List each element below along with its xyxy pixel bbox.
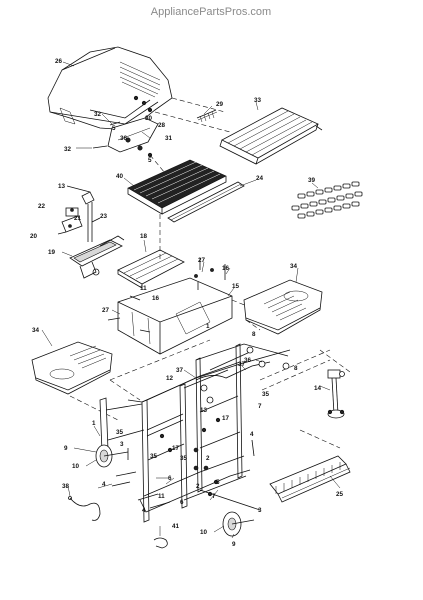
part-wheel-left [95,444,129,468]
callout-3-right: 3 [258,507,262,514]
part-valve-igniter [57,185,101,242]
part-clip [153,537,168,549]
part-hinge-pin [196,109,218,123]
callout-17-left: 17 [172,445,180,452]
part-hook-wire [68,496,101,521]
callout-29: 29 [216,101,224,108]
part-warming-rack [219,107,323,165]
callout-37-right: 37 [238,361,246,368]
callout-5-upper: 5 [112,125,116,132]
callout-35-mid2: 35 [180,455,188,462]
callout-22: 22 [38,203,46,210]
callout-27-left: 27 [102,307,110,314]
callout-28: 28 [158,122,166,129]
callout-1-firebox: 1 [206,323,210,330]
callout-2-lower: 2 [196,483,200,490]
callout-35-left: 35 [116,429,124,436]
callout-4-lower: 4 [142,507,146,514]
part-side-shelf-right [243,279,323,335]
callout-2-upper: 2 [206,455,210,462]
callout-6-upper: 6 [168,475,172,482]
part-wheel-right [222,511,255,537]
callout-1-left: 1 [92,420,96,427]
callout-4-left: 4 [102,481,106,488]
part-firebox [107,258,233,355]
callout-24: 24 [256,175,264,182]
callout-35-right: 35 [262,391,270,398]
callout-25: 25 [336,491,344,498]
callout-labels: 26 32 30 28 5 36 31 32 5 29 33 13 40 24 … [30,58,344,548]
callout-16-mid: 16 [152,295,160,302]
part-side-shelf-left [31,341,113,395]
callout-41: 41 [172,523,180,530]
callout-16-top: 16 [222,265,230,272]
callout-3-left: 3 [120,441,124,448]
callout-21: 21 [74,215,82,222]
callout-8-top: 8 [252,331,256,338]
callout-32-lower: 32 [64,146,72,153]
part-cart-hardware [111,417,255,509]
callout-13: 13 [58,183,66,190]
callout-36-right: 36 [244,357,252,364]
watermark-text: AppliancePartsPros.com [151,6,271,18]
callout-19: 19 [48,249,56,256]
callout-38: 38 [62,483,70,490]
callout-11-lower: 11 [158,493,165,500]
callout-35-mid: 35 [150,453,158,460]
callout-27-top: 27 [198,257,206,264]
callout-20: 20 [30,233,38,240]
callout-8-right: 8 [294,365,298,372]
part-burner [69,235,125,279]
part-heat-shield [167,181,245,223]
callout-36-hood: 36 [120,135,128,142]
callout-40: 40 [116,173,124,180]
callout-26: 26 [55,58,63,65]
leader-lines [41,61,341,539]
callout-9-right: 9 [232,541,236,548]
callout-39: 39 [308,177,316,184]
callout-7-right: 7 [258,403,262,410]
part-cart-frame [99,343,291,523]
callout-10-right: 10 [200,529,208,536]
callout-10-left: 10 [72,463,80,470]
part-tank-scale [327,369,345,419]
callout-5-lid: 5 [148,157,152,164]
callout-6-lower: 6 [180,499,184,506]
callout-37-left: 37 [176,367,184,374]
part-lid-hardware [92,95,159,158]
callout-30: 30 [145,115,153,122]
callout-4-right: 4 [250,431,254,438]
part-wire-basket [269,455,351,503]
callout-7-lower: 7 [212,493,216,500]
callout-23: 23 [100,213,108,220]
part-briquettes [291,181,363,219]
callout-15: 15 [232,283,240,290]
callout-11-top: 11 [140,285,147,292]
callout-34-left: 34 [32,327,40,334]
callout-14: 14 [314,385,322,392]
callout-17-right: 17 [222,415,230,422]
callout-33: 33 [254,97,262,104]
callout-36-cart: 13 [200,407,208,414]
part-lid [47,46,173,131]
callout-9-left: 9 [64,445,68,452]
callout-34-right: 34 [290,263,298,270]
callout-12: 12 [166,375,174,382]
callout-5-cart: 5 [216,479,220,486]
part-rock-grate [117,249,185,289]
callout-32-upper: 32 [94,111,102,118]
callout-18: 18 [140,233,148,240]
callout-31: 31 [165,135,173,142]
part-cooking-grate [127,159,227,215]
